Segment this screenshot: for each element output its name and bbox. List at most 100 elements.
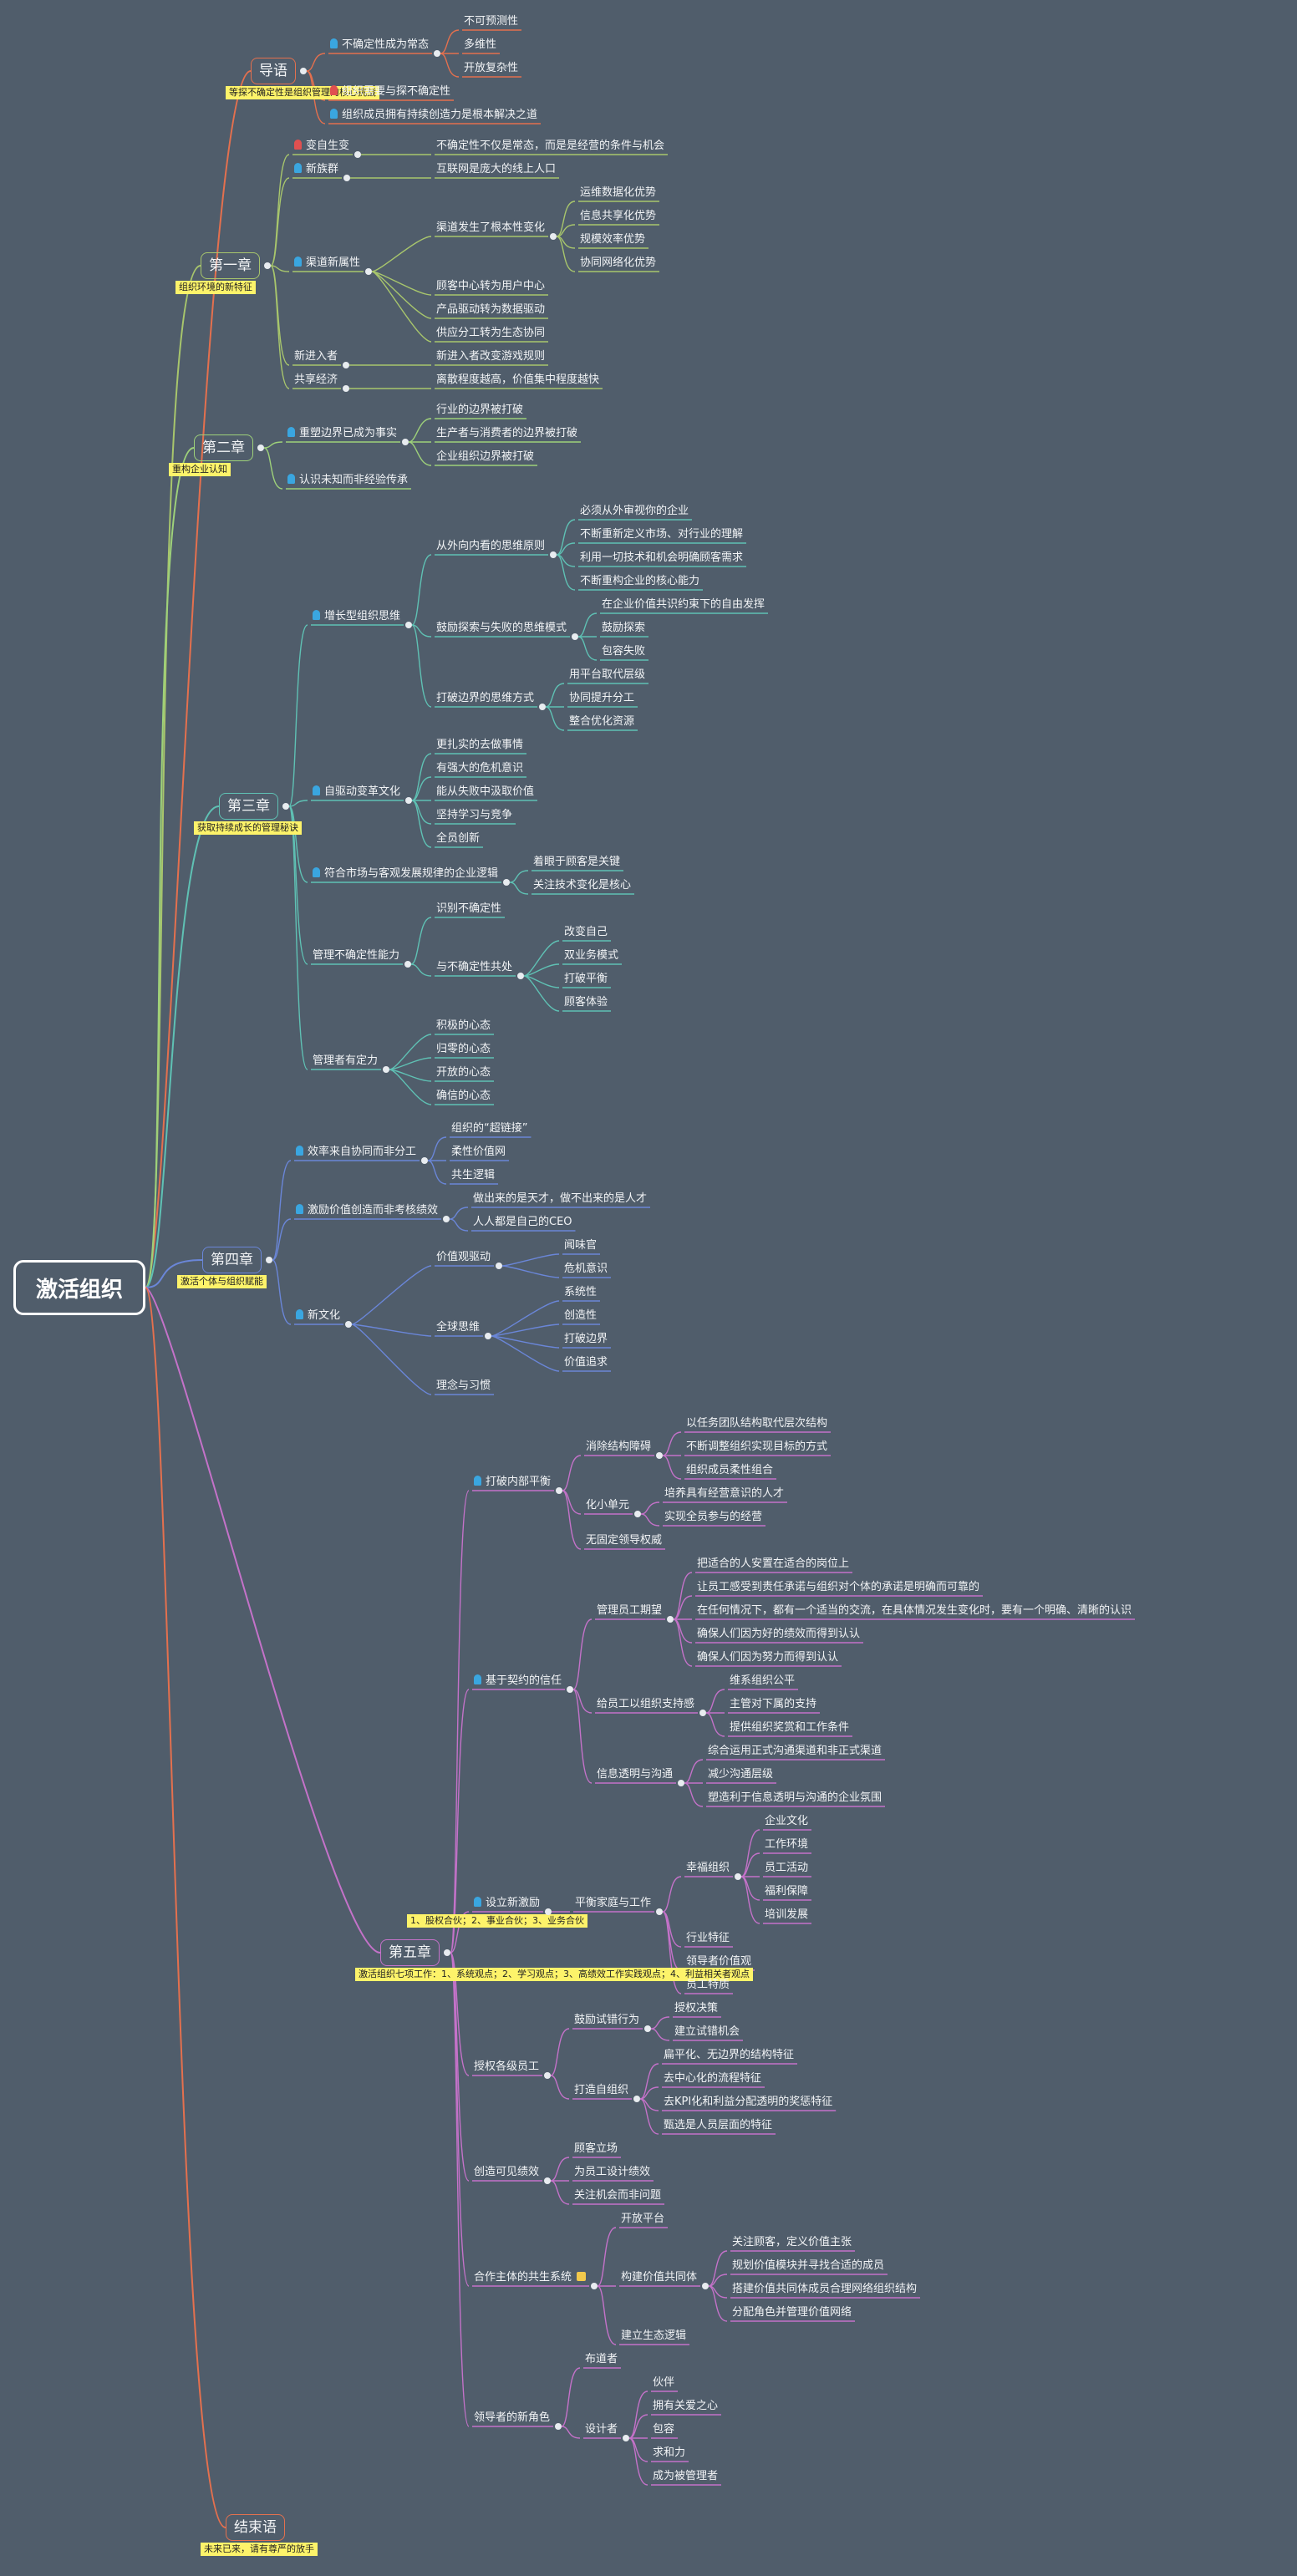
chapter-node[interactable]: 第三章 [219, 793, 278, 820]
expand-toggle[interactable] [257, 445, 264, 451]
expand-toggle[interactable] [443, 1216, 450, 1222]
topic-node-d3[interactable]: 改变自己 [564, 926, 608, 939]
topic-node-d4[interactable]: 培训发展 [765, 1908, 808, 1922]
topic-node-d2[interactable]: 鼓励探索与失败的思维模式 [436, 622, 567, 635]
expand-toggle[interactable] [402, 439, 409, 445]
topic-node-d3[interactable]: 扁平化、无边界的结构特征 [664, 2049, 794, 2062]
expand-toggle[interactable] [496, 1263, 502, 1269]
expand-toggle[interactable] [263, 262, 271, 269]
root-node[interactable]: 激活组织 [13, 1260, 145, 1315]
expand-toggle[interactable] [550, 233, 557, 240]
topic-node-d2[interactable]: 开放的心态 [436, 1066, 491, 1080]
expand-toggle[interactable] [485, 1333, 491, 1339]
topic-node-d2[interactable]: 管理员工期望 [597, 1604, 662, 1618]
expand-toggle[interactable] [342, 385, 349, 392]
chapter-node[interactable]: 第四章 [202, 1247, 262, 1273]
expand-toggle[interactable] [735, 1873, 741, 1880]
topic-node-d2[interactable]: 布道者 [585, 2353, 618, 2366]
topic-node-d1[interactable]: 认识未知而非经验传承 [287, 474, 408, 487]
topic-node-d3[interactable]: 打破平衡 [564, 973, 608, 986]
topic-node-d3[interactable]: 确保人们因为努力而得到认认 [697, 1651, 838, 1664]
expand-toggle[interactable] [667, 1616, 674, 1623]
topic-node-d2[interactable]: 全球思维 [436, 1321, 480, 1334]
topic-node-d1[interactable]: 渠道新属性 [293, 257, 360, 270]
topic-node-d3[interactable]: 建立试错机会 [674, 2025, 740, 2039]
topic-node-d3[interactable]: 双业务模式 [564, 949, 618, 963]
expand-toggle[interactable] [404, 797, 412, 804]
topic-node-d1[interactable]: 授权各级员工 [474, 2060, 539, 2074]
topic-node-d3[interactable]: 打破边界 [564, 1333, 608, 1346]
expand-toggle[interactable] [404, 961, 411, 968]
expand-toggle[interactable] [566, 1686, 573, 1693]
topic-node-d1[interactable]: 管理者有定力 [313, 1054, 378, 1068]
topic-node-d2[interactable]: 人人都是自己的CEO [473, 1216, 572, 1229]
topic-node-d2[interactable]: 积极的心态 [436, 1019, 491, 1033]
topic-node-d1[interactable]: 不确定性成为常态 [329, 38, 429, 52]
topic-node-d2[interactable]: 产品驱动转为数据驱动 [436, 303, 545, 317]
topic-node-d2[interactable]: 鼓励试错行为 [574, 2014, 639, 2027]
topic-node-d1[interactable]: 符合市场与客观发展规律的企业逻辑 [312, 867, 498, 881]
topic-node-d2[interactable]: 不确定性不仅是常态，而是是经营的条件与机会 [436, 140, 664, 153]
topic-node-d2[interactable]: 与不确定性共处 [436, 961, 512, 974]
topic-node-d2[interactable]: 平衡家庭与工作 [575, 1897, 651, 1910]
topic-node-d2[interactable]: 化小单元 [586, 1499, 629, 1512]
topic-node-d2[interactable]: 关注技术变化是核心 [533, 879, 631, 892]
topic-node-d3[interactable]: 减少沟通层级 [708, 1768, 773, 1781]
expand-toggle[interactable] [656, 1452, 663, 1459]
topic-node-d3[interactable]: 整合优化资源 [569, 715, 634, 729]
topic-node-d2[interactable]: 更扎实的去做事情 [436, 739, 523, 752]
topic-node-d2[interactable]: 做出来的是天才，做不出来的是人才 [473, 1192, 647, 1206]
topic-node-d1[interactable]: 共享经济 [294, 373, 338, 387]
topic-node-d2[interactable]: 给员工以组织支持感 [597, 1698, 694, 1711]
topic-node-d3[interactable]: 闻味官 [564, 1239, 597, 1252]
expand-toggle[interactable] [343, 175, 350, 181]
expand-toggle[interactable] [404, 622, 412, 628]
expand-toggle[interactable] [342, 362, 349, 368]
expand-toggle[interactable] [699, 1710, 706, 1716]
chapter-node[interactable]: 结束语 [226, 2514, 285, 2541]
expand-toggle[interactable] [503, 879, 510, 886]
topic-node-d2[interactable]: 理念与习惯 [436, 1379, 491, 1393]
expand-toggle[interactable] [364, 268, 372, 275]
topic-node-d3[interactable]: 运维数据化优势 [580, 186, 656, 200]
topic-node-d3[interactable]: 让员工感受到责任承诺与组织对个体的承诺是明确而可靠的 [697, 1581, 979, 1594]
expand-toggle[interactable] [554, 2423, 562, 2430]
topic-node-d3[interactable]: 确保人们因为好的绩效而得到认认 [697, 1628, 860, 1641]
topic-node-d3[interactable]: 主管对下属的支持 [730, 1698, 816, 1711]
topic-node-d4[interactable]: 工作环境 [765, 1838, 808, 1852]
topic-node-d1[interactable]: 自驱动变革文化 [312, 785, 400, 799]
topic-node-d2[interactable]: 开放复杂性 [464, 62, 518, 75]
expand-toggle[interactable] [543, 2072, 551, 2079]
topic-node-d3[interactable]: 提供组织奖赏和工作条件 [730, 1721, 849, 1735]
topic-node-d2[interactable]: 共生逻辑 [451, 1169, 495, 1182]
expand-toggle[interactable] [634, 1511, 641, 1517]
topic-node-d2[interactable]: 离散程度越高，价值集中程度越快 [436, 373, 599, 387]
topic-node-d1[interactable]: 管理不确定性能力 [313, 949, 399, 963]
expand-toggle[interactable] [353, 151, 361, 158]
topic-node-d2[interactable]: 坚持学习与竞争 [436, 809, 512, 822]
topic-node-d3[interactable]: 塑造利于信息透明与沟通的企业氛围 [708, 1791, 882, 1805]
topic-node-d3[interactable]: 授权决策 [674, 2002, 718, 2015]
topic-node-d3[interactable]: 搭建价值共同体成员合理网络组织结构 [732, 2283, 917, 2296]
topic-node-d2[interactable]: 建立生态逻辑 [621, 2330, 686, 2343]
topic-node-d3[interactable]: 包容 [653, 2423, 674, 2436]
expand-toggle[interactable] [678, 1780, 684, 1786]
expand-toggle[interactable] [443, 1949, 450, 1956]
topic-node-d3[interactable]: 员工特质 [686, 1979, 730, 1992]
topic-node-d3[interactable]: 关注顾客，定义价值主张 [732, 2236, 852, 2249]
topic-node-d3[interactable]: 信息共享化优势 [580, 210, 656, 223]
expand-toggle[interactable] [517, 973, 524, 979]
topic-node-d2[interactable]: 打造自组织 [574, 2084, 628, 2097]
topic-node-d1[interactable]: 新族群 [293, 163, 338, 176]
expand-toggle[interactable] [623, 2435, 629, 2441]
topic-node-d2[interactable]: 柔性价值网 [451, 1146, 506, 1159]
topic-node-d3[interactable]: 协同提升分工 [569, 692, 634, 705]
topic-node-d3[interactable]: 实现全员参与的经营 [664, 1511, 762, 1524]
topic-node-d1[interactable]: 领导者的新角色 [474, 2411, 550, 2425]
topic-node-d3[interactable]: 幸福组织 [686, 1862, 730, 1875]
topic-node-d1[interactable]: 打破内部平衡 [473, 1476, 551, 1489]
topic-node-d3[interactable]: 规划价值模块并寻找合适的成员 [732, 2259, 884, 2273]
topic-node-d3[interactable]: 必须从外审视你的企业 [580, 505, 689, 518]
expand-toggle[interactable] [382, 1066, 389, 1073]
topic-node-d1[interactable]: 新文化 [295, 1309, 340, 1323]
